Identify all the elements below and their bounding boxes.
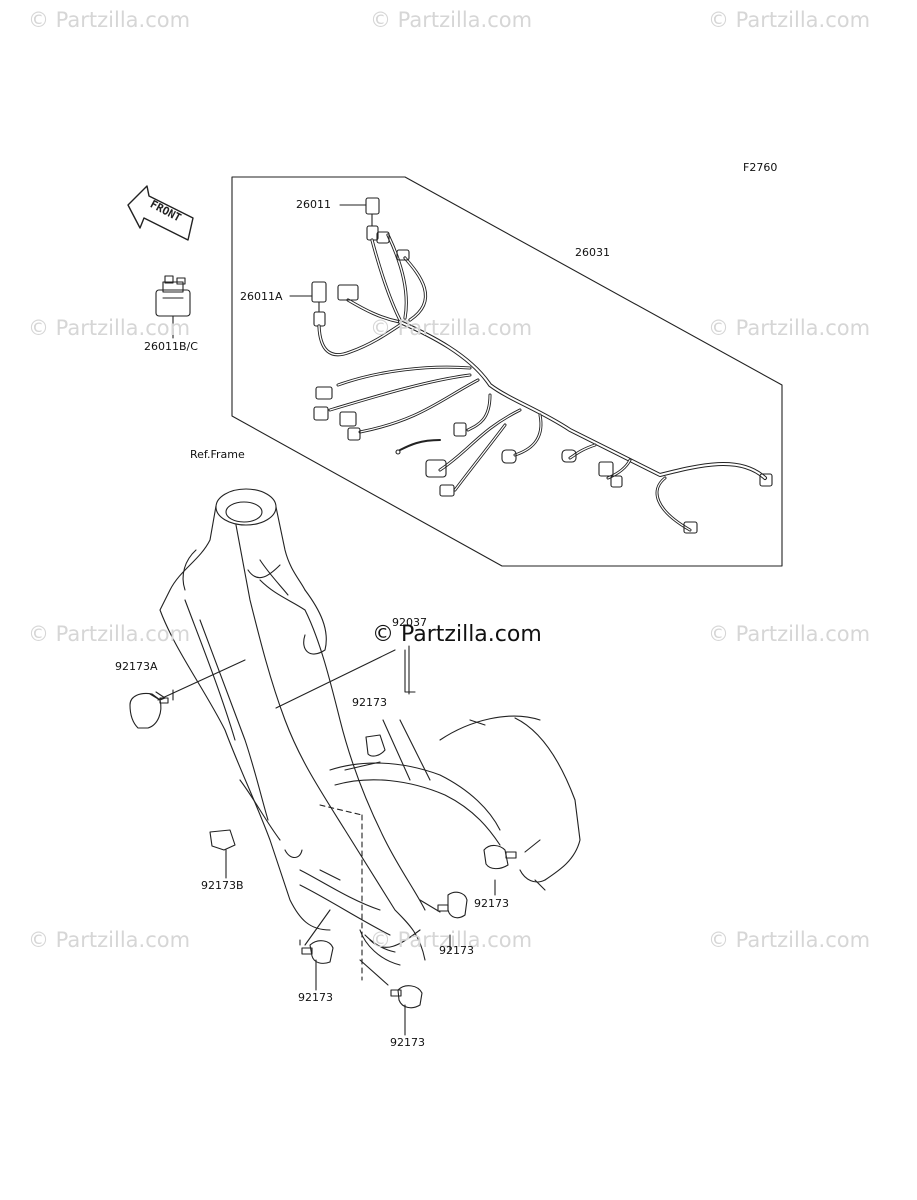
- part-label-26011a[interactable]: 26011A: [240, 290, 283, 303]
- clamp-icons: [129, 649, 517, 1009]
- watermark-text: © Partzilla.com: [708, 928, 871, 952]
- leader-lines: [157, 645, 541, 1036]
- watermark-text: © Partzilla.com: [708, 316, 871, 340]
- front-arrow-icon: FRONT: [127, 185, 194, 241]
- watermark-text: © Partzilla.com: [370, 8, 533, 32]
- part-label-92037[interactable]: 92037: [392, 616, 427, 629]
- figure-code: F2760: [743, 161, 778, 174]
- watermark-text: © Partzilla.com: [28, 622, 191, 646]
- connector-26011bc-icon: [155, 275, 191, 339]
- watermark-text: © Partzilla.com: [370, 928, 533, 952]
- motorcycle-frame: [159, 488, 581, 966]
- wire-harness: [317, 233, 767, 532]
- watermark-text: © Partzilla.com: [28, 316, 191, 340]
- harness-connectors: [313, 231, 773, 534]
- part-label-92173-bottom[interactable]: 92173: [390, 1036, 425, 1049]
- connector-26011-icon: [339, 197, 380, 241]
- part-label-92173-top[interactable]: 92173: [352, 696, 387, 709]
- connector-26011a-icon: [289, 281, 327, 327]
- part-label-92173-mid[interactable]: 92173: [439, 944, 474, 957]
- part-label-26011bc[interactable]: 26011B/C: [144, 340, 198, 353]
- watermark-text: © Partzilla.com: [708, 8, 871, 32]
- part-label-92173-right[interactable]: 92173: [474, 897, 509, 910]
- watermark-text: © Partzilla.com: [708, 622, 871, 646]
- part-label-26011[interactable]: 26011: [296, 198, 331, 211]
- part-label-92173a[interactable]: 92173A: [115, 660, 158, 673]
- part-label-92173b[interactable]: 92173B: [201, 879, 244, 892]
- watermark-text: © Partzilla.com: [28, 928, 191, 952]
- watermark-text: © Partzilla.com: [28, 8, 191, 32]
- watermark-text: © Partzilla.com: [370, 316, 533, 340]
- harness-kit-box: [231, 176, 783, 567]
- ref-frame-label: Ref.Frame: [190, 448, 245, 461]
- center-watermark: © Partzilla.com: [372, 622, 542, 647]
- part-label-92173-left[interactable]: 92173: [298, 991, 333, 1004]
- part-label-26031[interactable]: 26031: [575, 246, 610, 259]
